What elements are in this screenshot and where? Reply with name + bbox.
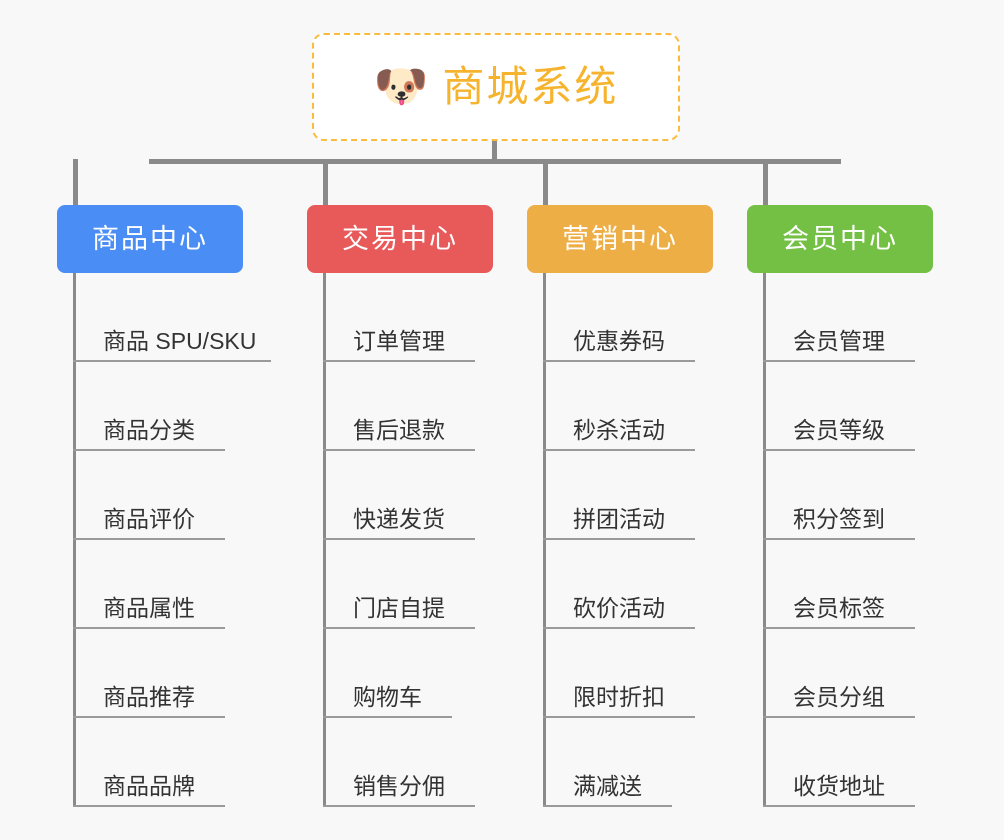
- category-box-trade-center[interactable]: 交易中心: [307, 205, 493, 273]
- leaf-item[interactable]: 优惠券码: [543, 273, 695, 362]
- leaf-item[interactable]: 门店自提: [323, 540, 475, 629]
- leaf-label: 积分签到: [793, 506, 885, 532]
- leaf-item[interactable]: 会员等级: [763, 362, 915, 451]
- category-connector-product-center: [73, 159, 78, 207]
- category-box-member-center[interactable]: 会员中心: [747, 205, 933, 273]
- leaf-label: 商品评价: [103, 506, 195, 532]
- leaf-label: 门店自提: [353, 595, 445, 621]
- leaf-column-marketing-center: 优惠券码秒杀活动拼团活动砍价活动限时折扣满减送: [543, 273, 695, 807]
- leaf-item[interactable]: 商品属性: [73, 540, 256, 629]
- category-label-product-center: 商品中心: [92, 223, 208, 254]
- leaf-label: 会员等级: [793, 417, 885, 443]
- leaf-label: 拼团活动: [573, 506, 665, 532]
- leaf-underline: [73, 360, 271, 362]
- leaf-underline: [543, 538, 695, 540]
- category-connector-member-center: [763, 159, 768, 207]
- leaf-item[interactable]: 会员标签: [763, 540, 915, 629]
- leaf-item[interactable]: 商品 SPU/SKU: [73, 273, 271, 362]
- leaf-item[interactable]: 订单管理: [323, 273, 475, 362]
- category-connector-marketing-center: [543, 159, 548, 207]
- leaf-underline: [323, 538, 475, 540]
- leaf-column-member-center: 会员管理会员等级积分签到会员标签会员分组收货地址: [763, 273, 915, 807]
- leaf-underline: [73, 538, 225, 540]
- category-box-product-center[interactable]: 商品中心: [57, 205, 243, 273]
- leaf-label: 砍价活动: [573, 595, 665, 621]
- leaf-underline: [73, 627, 225, 629]
- category-connector-bus: [149, 159, 841, 164]
- category-label-member-center: 会员中心: [782, 223, 898, 254]
- leaf-label: 商品品牌: [103, 773, 195, 799]
- leaf-label: 商品 SPU/SKU: [103, 328, 257, 354]
- leaf-label: 会员管理: [793, 328, 885, 354]
- leaf-label: 限时折扣: [573, 684, 665, 710]
- leaf-underline: [543, 449, 695, 451]
- leaf-label: 商品推荐: [103, 684, 195, 710]
- leaf-underline: [763, 716, 915, 718]
- leaf-spine-trade-center: [323, 273, 326, 807]
- leaf-label: 订单管理: [353, 328, 445, 354]
- leaf-underline: [73, 805, 225, 807]
- leaf-underline: [763, 449, 915, 451]
- leaf-label: 售后退款: [353, 417, 445, 443]
- leaf-underline: [543, 360, 695, 362]
- leaf-spine-marketing-center: [543, 273, 546, 807]
- leaf-item[interactable]: 满减送: [543, 718, 672, 807]
- leaf-underline: [323, 449, 475, 451]
- leaf-label: 满减送: [573, 773, 642, 799]
- leaf-item[interactable]: 会员管理: [763, 273, 915, 362]
- leaf-label: 秒杀活动: [573, 417, 665, 443]
- leaf-item[interactable]: 商品评价: [73, 451, 256, 540]
- leaf-underline: [323, 360, 475, 362]
- category-label-marketing-center: 营销中心: [562, 223, 678, 254]
- leaf-label: 销售分佣: [353, 773, 445, 799]
- leaf-item[interactable]: 限时折扣: [543, 629, 695, 718]
- leaf-label: 购物车: [353, 684, 422, 710]
- leaf-underline: [323, 805, 475, 807]
- leaf-underline: [543, 627, 695, 629]
- leaf-underline: [763, 538, 915, 540]
- leaf-column-product-center: 商品 SPU/SKU 商品分类商品评价商品属性商品推荐商品品牌: [73, 273, 271, 807]
- root-connector-vertical: [492, 141, 497, 163]
- leaf-underline: [763, 805, 915, 807]
- leaf-underline: [763, 627, 915, 629]
- leaf-spine-member-center: [763, 273, 766, 807]
- leaf-underline: [543, 716, 695, 718]
- leaf-label: 商品属性: [103, 595, 195, 621]
- leaf-label: 收货地址: [793, 773, 885, 799]
- leaf-item[interactable]: 积分签到: [763, 451, 915, 540]
- leaf-item[interactable]: 购物车: [323, 629, 452, 718]
- leaf-underline: [763, 360, 915, 362]
- leaf-item[interactable]: 商品推荐: [73, 629, 256, 718]
- leaf-label: 会员分组: [793, 684, 885, 710]
- leaf-item[interactable]: 拼团活动: [543, 451, 695, 540]
- leaf-label: 商品分类: [103, 417, 195, 443]
- root-node[interactable]: 🐶 商城系统: [312, 33, 680, 141]
- leaf-item[interactable]: 收货地址: [763, 718, 915, 807]
- leaf-column-trade-center: 订单管理售后退款快递发货门店自提购物车销售分佣: [323, 273, 475, 807]
- leaf-item[interactable]: 砍价活动: [543, 540, 695, 629]
- leaf-label: 会员标签: [793, 595, 885, 621]
- leaf-underline: [543, 805, 672, 807]
- leaf-item[interactable]: 销售分佣: [323, 718, 475, 807]
- leaf-label: 优惠券码: [573, 328, 665, 354]
- leaf-item[interactable]: 售后退款: [323, 362, 475, 451]
- shiba-dog-face-icon: 🐶: [373, 62, 429, 111]
- category-label-trade-center: 交易中心: [342, 223, 458, 254]
- category-box-marketing-center[interactable]: 营销中心: [527, 205, 713, 273]
- root-title: 商城系统: [442, 63, 619, 110]
- leaf-underline: [73, 449, 225, 451]
- leaf-label: 快递发货: [353, 506, 445, 532]
- leaf-spine-product-center: [73, 273, 76, 807]
- leaf-item[interactable]: 商品品牌: [73, 718, 256, 807]
- leaf-underline: [323, 627, 475, 629]
- leaf-underline: [73, 716, 225, 718]
- category-connector-trade-center: [323, 159, 328, 207]
- leaf-item[interactable]: 会员分组: [763, 629, 915, 718]
- leaf-underline: [323, 716, 452, 718]
- leaf-item[interactable]: 秒杀活动: [543, 362, 695, 451]
- leaf-item[interactable]: 商品分类: [73, 362, 256, 451]
- leaf-item[interactable]: 快递发货: [323, 451, 475, 540]
